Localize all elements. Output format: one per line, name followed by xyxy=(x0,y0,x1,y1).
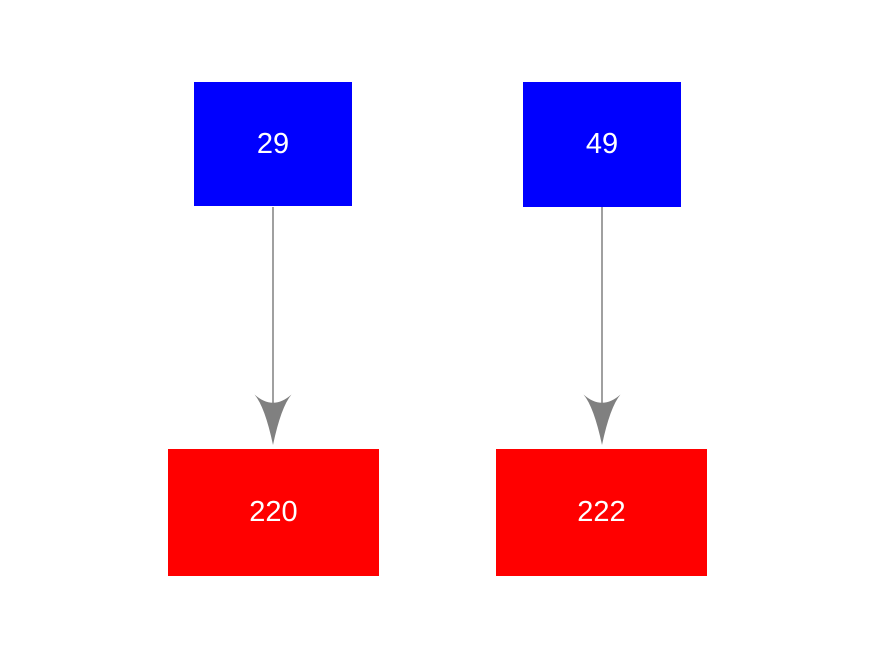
arrow-29-to-220 xyxy=(254,207,292,445)
node-29-label: 29 xyxy=(256,127,290,160)
node-49: 49 xyxy=(523,82,681,207)
node-222-label: 222 xyxy=(577,496,626,528)
node-222: 222 xyxy=(496,449,707,576)
arrow-head-icon xyxy=(583,394,621,445)
arrow-49-to-222 xyxy=(583,207,621,445)
node-29: 29 xyxy=(194,82,352,206)
node-49-label: 49 xyxy=(585,128,619,160)
node-220: 220 xyxy=(168,449,379,576)
arrow-head-icon xyxy=(254,394,292,445)
node-220-label: 220 xyxy=(249,496,298,528)
